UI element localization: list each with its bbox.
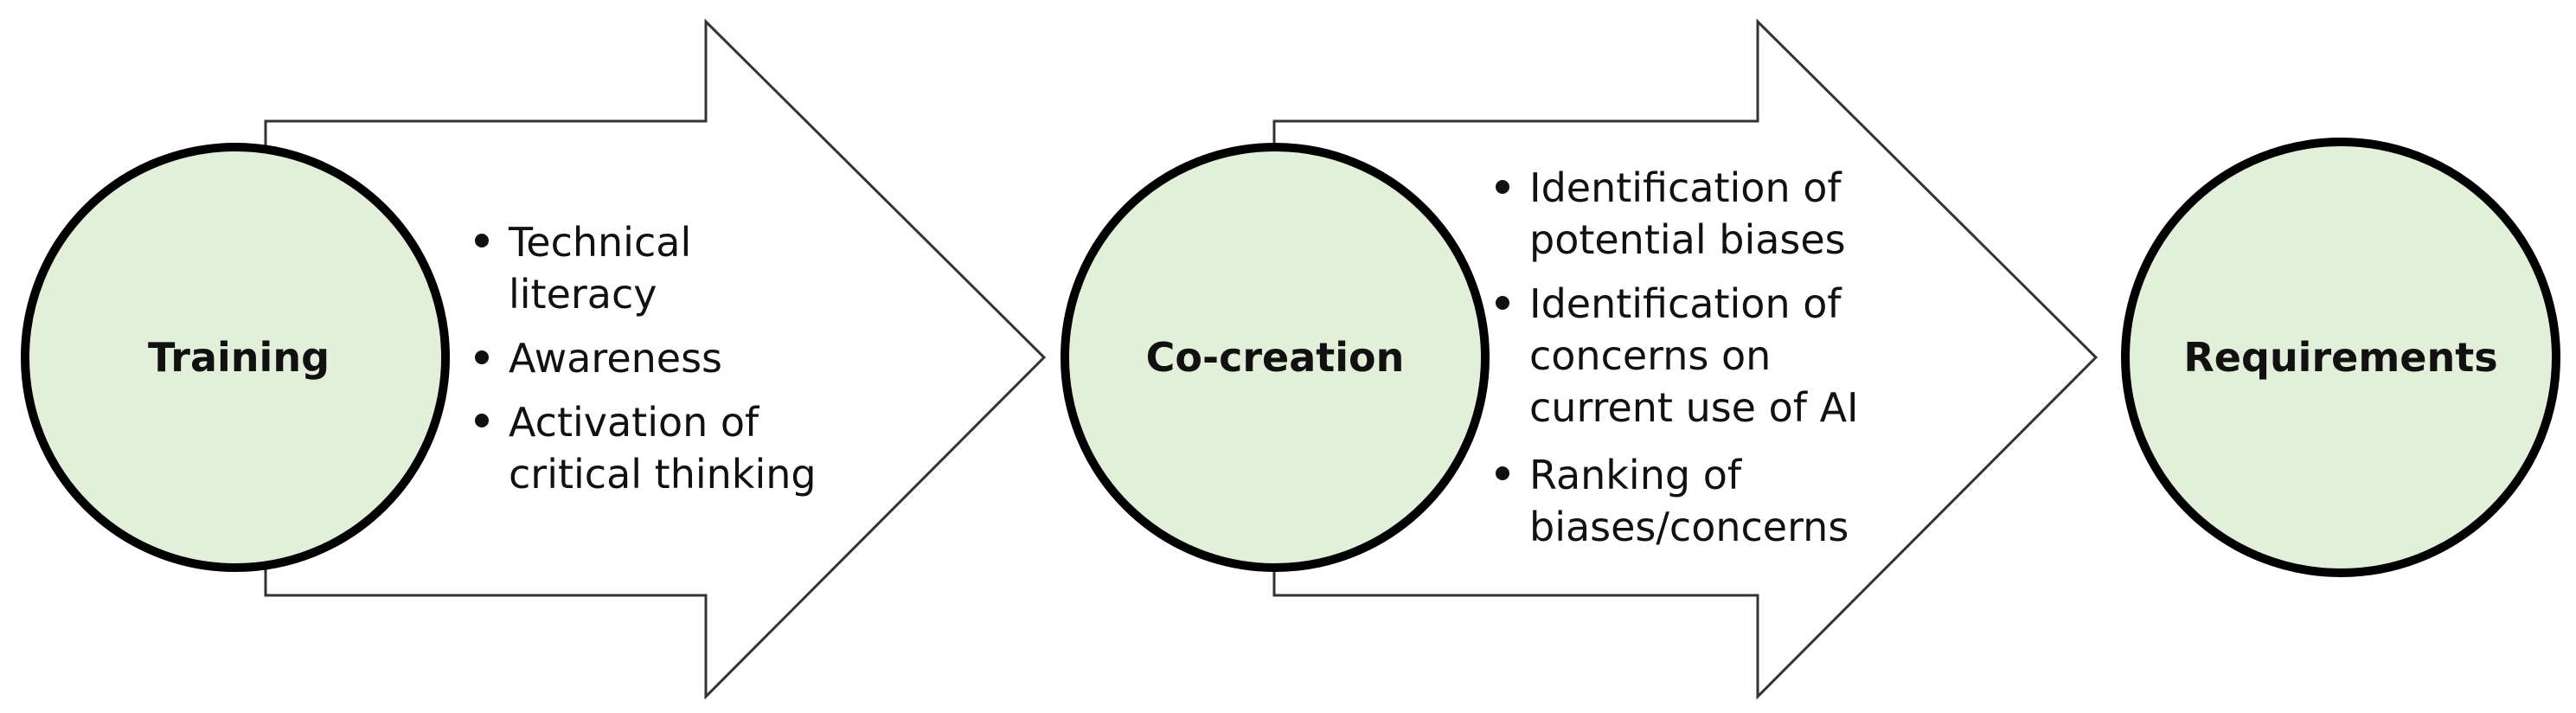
- node-training: Training: [21, 143, 450, 572]
- bullet-list-1: Technical literacy Awareness Activation …: [475, 219, 817, 498]
- bullet-dot: [1496, 180, 1509, 194]
- bullet-list-2: Identification of potential biases Ident…: [1496, 164, 1859, 550]
- node-label-co-creation: Co-creation: [1146, 334, 1405, 381]
- bullet-text-line: literacy: [509, 271, 657, 318]
- bullet-text-line: biases/concerns: [1529, 504, 1849, 550]
- bullet-text-line: concerns on: [1529, 332, 1771, 379]
- bullet-dot: [475, 350, 489, 364]
- bullet-item: Awareness: [475, 335, 722, 382]
- node-requirements: Requirements: [2121, 138, 2560, 577]
- bullet-dot: [1496, 466, 1509, 480]
- bullet-text-line: current use of AI: [1529, 384, 1859, 431]
- node-circle: [1061, 143, 1490, 572]
- bullet-item: Ranking of biases/concerns: [1496, 452, 1849, 550]
- bullet-text-line: Identification of: [1529, 164, 1842, 211]
- node-circle: [2121, 138, 2560, 577]
- bullet-item: Activation of critical thinking: [475, 399, 817, 498]
- node-co-creation: Co-creation: [1061, 143, 1490, 572]
- bullet-item: Identification of concerns on current us…: [1496, 280, 1859, 431]
- bullet-dot: [475, 414, 489, 427]
- bullet-dot: [1496, 296, 1509, 310]
- arrow-shape-2: [1272, 18, 2099, 700]
- bullet-item: Identification of potential biases: [1496, 164, 1846, 263]
- bullet-text-line: potential biases: [1529, 216, 1846, 263]
- bullet-item: Technical literacy: [475, 219, 691, 318]
- bullet-text-line: Activation of: [509, 399, 760, 446]
- arrow-shape-1: [264, 18, 1047, 700]
- bullet-text-line: critical thinking: [509, 451, 817, 498]
- bullet-text-line: Awareness: [509, 335, 722, 382]
- node-label-training: Training: [148, 334, 330, 381]
- bullet-text-line: Ranking of: [1529, 452, 1743, 498]
- bullet-dot: [475, 234, 489, 247]
- bullet-text-line: Identification of: [1529, 280, 1842, 327]
- node-circle: [21, 143, 450, 572]
- node-label-requirements: Requirements: [2183, 334, 2497, 381]
- bullet-text-line: Technical: [508, 219, 691, 266]
